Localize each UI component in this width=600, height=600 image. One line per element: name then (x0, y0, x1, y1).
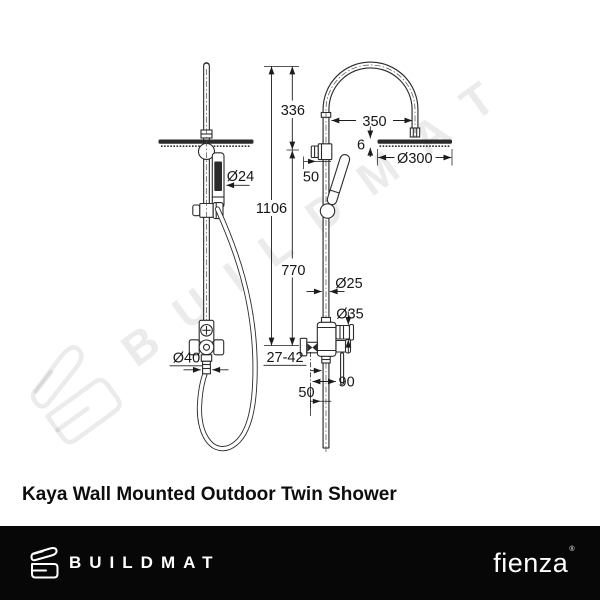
buildmat-logo: BUILDMAT (30, 544, 221, 582)
dim-upper-height-label: 336 (281, 103, 305, 119)
riser-centerline (325, 64, 416, 452)
dim-overall-height: 1106 (256, 66, 299, 346)
dim-diverter-diameter: Ø35 (336, 307, 364, 353)
dim-lower-height-label: 770 (281, 263, 305, 279)
technical-drawing: Ø24 Ø40 (158, 61, 453, 452)
dim-head-thickness-label: 6 (357, 138, 365, 154)
dim-riser-diameter-label: Ø25 (335, 276, 362, 292)
dim-outlet-projection-label: 90 (339, 374, 355, 390)
dim-wall-distance-label: 27-42 (266, 350, 303, 366)
dim-arm-reach: 350 (331, 114, 413, 130)
dim-outlet-diameter-label: Ø40 (173, 350, 200, 366)
side-view: Ø24 Ø40 (158, 62, 258, 452)
dim-outlet-projection: 90 (312, 374, 355, 390)
dim-wall-distance: 27-42 (263, 350, 322, 408)
wall-flange (299, 337, 319, 357)
dim-riser-diameter: Ø25 (306, 276, 363, 295)
diverter-knob (335, 323, 355, 341)
footer-bar: BUILDMAT fienza® (0, 526, 600, 600)
dim-inlet-offset-label: 50 (298, 385, 314, 401)
shower-hose (196, 206, 258, 452)
dim-handpiece-diameter: Ø24 (226, 169, 254, 189)
dim-head-diameter: Ø300 (377, 149, 453, 167)
buildmat-wordmark: BUILDMAT (69, 553, 221, 572)
mixer-lever (340, 352, 345, 385)
fienza-logo: fienza® (493, 545, 575, 579)
dim-holder-offset-label: 50 (303, 170, 319, 186)
dim-inlet-offset: 50 (298, 385, 332, 416)
dim-holder-offset: 50 (303, 156, 331, 186)
dim-outlet-diameter: Ø40 (169, 350, 229, 373)
dim-diverter-diameter-label: Ø35 (336, 307, 363, 323)
dim-lower-height: 770 (281, 150, 305, 346)
buildmat-towel-icon (30, 547, 59, 579)
dim-upper-height: 336 (281, 66, 305, 150)
fienza-wordmark: fienza (493, 547, 569, 578)
dim-handpiece-diameter-label: Ø24 (227, 169, 254, 185)
dim-head-diameter-label: Ø300 (397, 151, 432, 167)
hose-outlet (202, 360, 211, 375)
dim-head-thickness: 6 (357, 126, 374, 157)
hand-shower-side (211, 152, 225, 209)
overhead-shower-front (377, 139, 452, 147)
wall-bracket (310, 143, 333, 161)
ball-joint-front (319, 203, 336, 219)
front-view: 1106 336 770 350 6 (256, 61, 453, 452)
registered-mark: ® (569, 545, 575, 553)
hand-shower-front (319, 154, 351, 219)
dim-overall-height-label: 1106 (256, 201, 287, 217)
dim-arm-reach-label: 350 (362, 114, 386, 130)
product-title: Kaya Wall Mounted Outdoor Twin Shower (22, 484, 397, 505)
mixer-body (316, 316, 337, 364)
